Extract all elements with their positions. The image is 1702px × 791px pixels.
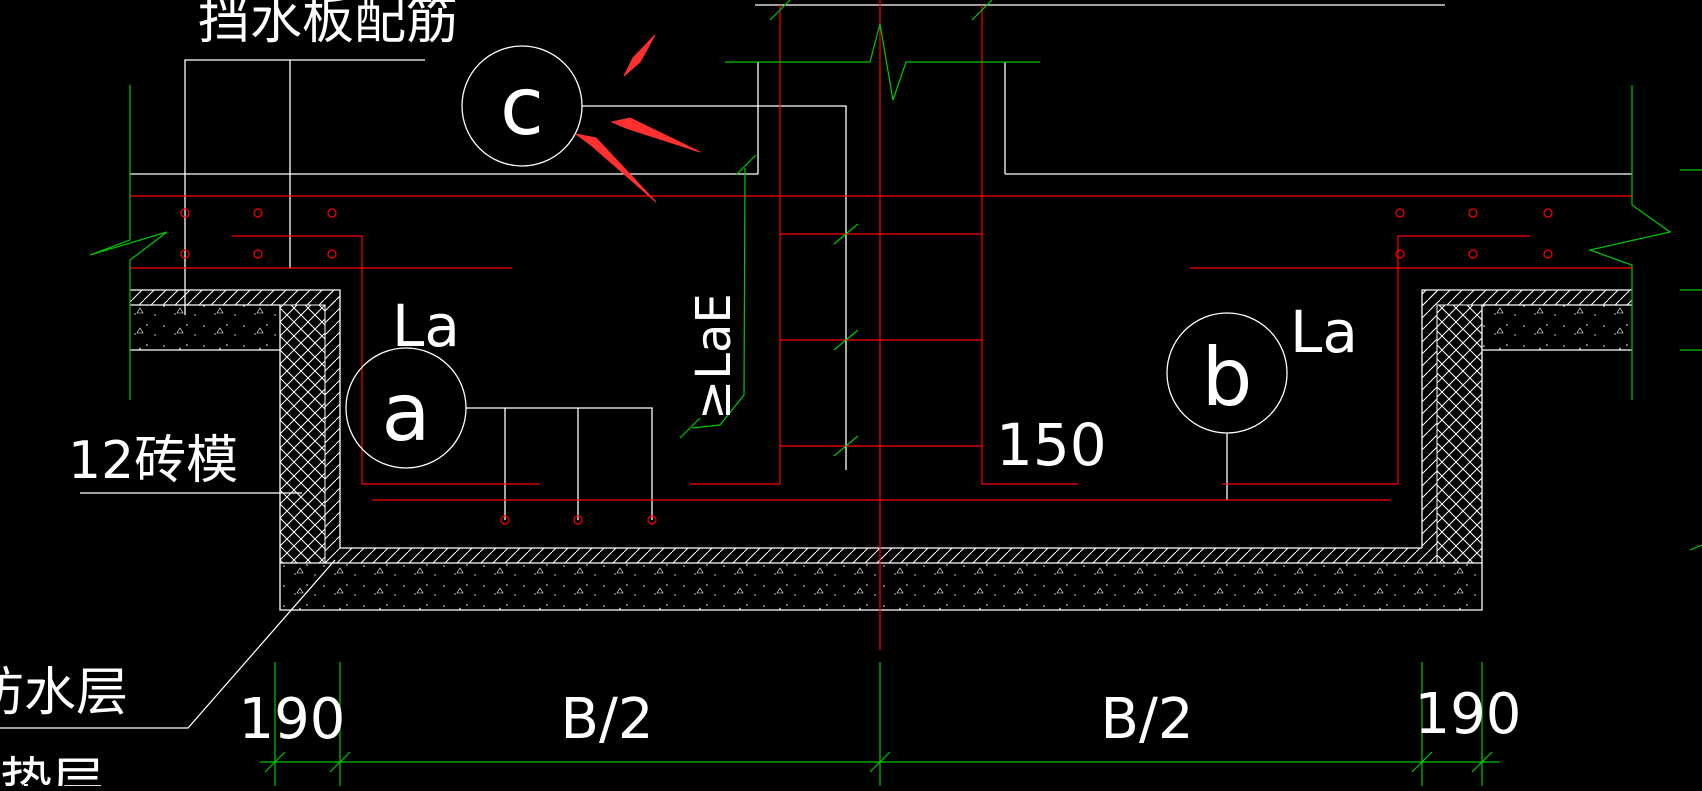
- dim-right-half: B/2: [1101, 687, 1194, 752]
- arrow-icon: [575, 133, 657, 203]
- cushion-right: [1482, 305, 1632, 350]
- brick-mold-label: 12砖模: [68, 431, 238, 491]
- marker-c-label: c: [500, 60, 544, 153]
- rebar-dots: [180, 208, 1553, 525]
- marker-a-label: a: [381, 366, 430, 459]
- waterproof-label: 防水层: [0, 663, 128, 723]
- brick-mold-right: [1436, 304, 1483, 564]
- arrow-icon: [610, 117, 701, 153]
- brick-mold-left: [279, 304, 326, 564]
- arrow-icon: [623, 34, 656, 77]
- lle-label: ≥LaE: [686, 293, 742, 420]
- cushion-left: [130, 305, 280, 350]
- la-left-label: La: [392, 292, 460, 360]
- dimension-lines: [89, 0, 1702, 786]
- waterproof-strip-bottom: [340, 548, 1422, 563]
- rebar-lines: [130, 0, 1632, 650]
- dim-left-half: B/2: [561, 687, 654, 752]
- la-right-label: La: [1290, 298, 1358, 366]
- marker-a: a: [345, 347, 467, 469]
- waterproof-strip-top-left: [130, 290, 340, 305]
- top-note-label: 挡水板配筋: [198, 0, 458, 51]
- waterproof-strip-left: [325, 290, 340, 563]
- marker-b-label: b: [1202, 331, 1253, 424]
- dim-left-190: 190: [239, 687, 346, 752]
- marker-b: b: [1166, 312, 1288, 434]
- dim-150-label: 150: [996, 411, 1107, 479]
- red-arrows: [575, 34, 701, 203]
- bottom-partial-label: 垫层: [0, 753, 104, 786]
- concrete-outline: [0, 4, 1632, 729]
- marker-c: c: [461, 45, 583, 167]
- waterproof-strip-top-right: [1422, 290, 1632, 305]
- waterproof-strip-right: [1422, 290, 1437, 563]
- concrete-cushion: [280, 563, 1482, 610]
- dim-right-190: 190: [1415, 682, 1522, 747]
